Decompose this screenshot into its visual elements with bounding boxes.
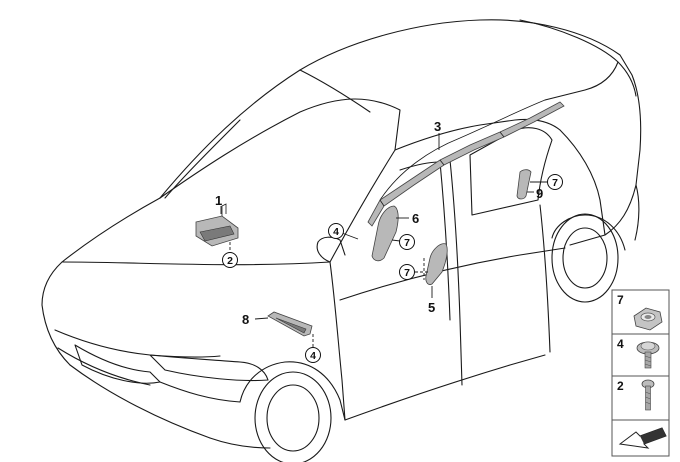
arrow-direction-icon: [618, 427, 667, 449]
part-6-side-airbag-front: [371, 205, 399, 262]
callout-6: 6: [412, 211, 419, 226]
callout-2: 2: [227, 255, 233, 267]
callout-9: 9: [536, 186, 543, 201]
callout-7a: 7: [404, 237, 410, 249]
legend-box-collar-screw: [611, 333, 670, 377]
callout-4a-circle: [328, 223, 344, 239]
callouts: 1 2 3 4 6 7 7 5 7 9 8: [215, 119, 563, 363]
callout-7c: 7: [552, 177, 558, 189]
part-9-rear-side-airbag: [516, 169, 532, 200]
legend-label-4: 4: [617, 337, 624, 351]
callout-7b-circle: [399, 264, 415, 280]
callout-4a: 4: [333, 226, 339, 238]
car-outline: [41, 19, 642, 462]
fastener-legend: 7 4 2: [611, 289, 670, 457]
callout-7a-circle: [399, 234, 415, 250]
callout-2-circle: [222, 252, 238, 268]
callout-5: 5: [428, 300, 435, 315]
collar-screw-icon: [636, 341, 660, 369]
hex-nut-icon: [633, 307, 663, 331]
bolt-icon: [641, 379, 655, 411]
legend-label-7: 7: [617, 293, 624, 307]
part-1-passenger-airbag: [195, 203, 239, 247]
part-3-curtain-airbag: [367, 101, 565, 227]
part-5-door-airbag: [425, 243, 448, 285]
callout-7c-circle: [547, 174, 563, 190]
callout-8: 8: [242, 312, 249, 327]
callout-4b-circle: [305, 347, 321, 363]
callout-3: 3: [434, 119, 441, 134]
callout-1: 1: [215, 193, 222, 208]
legend-label-2: 2: [617, 379, 624, 393]
part-8-knee-airbag: [267, 311, 313, 337]
callout-4b: 4: [310, 350, 316, 362]
callout-7b: 7: [404, 267, 410, 279]
